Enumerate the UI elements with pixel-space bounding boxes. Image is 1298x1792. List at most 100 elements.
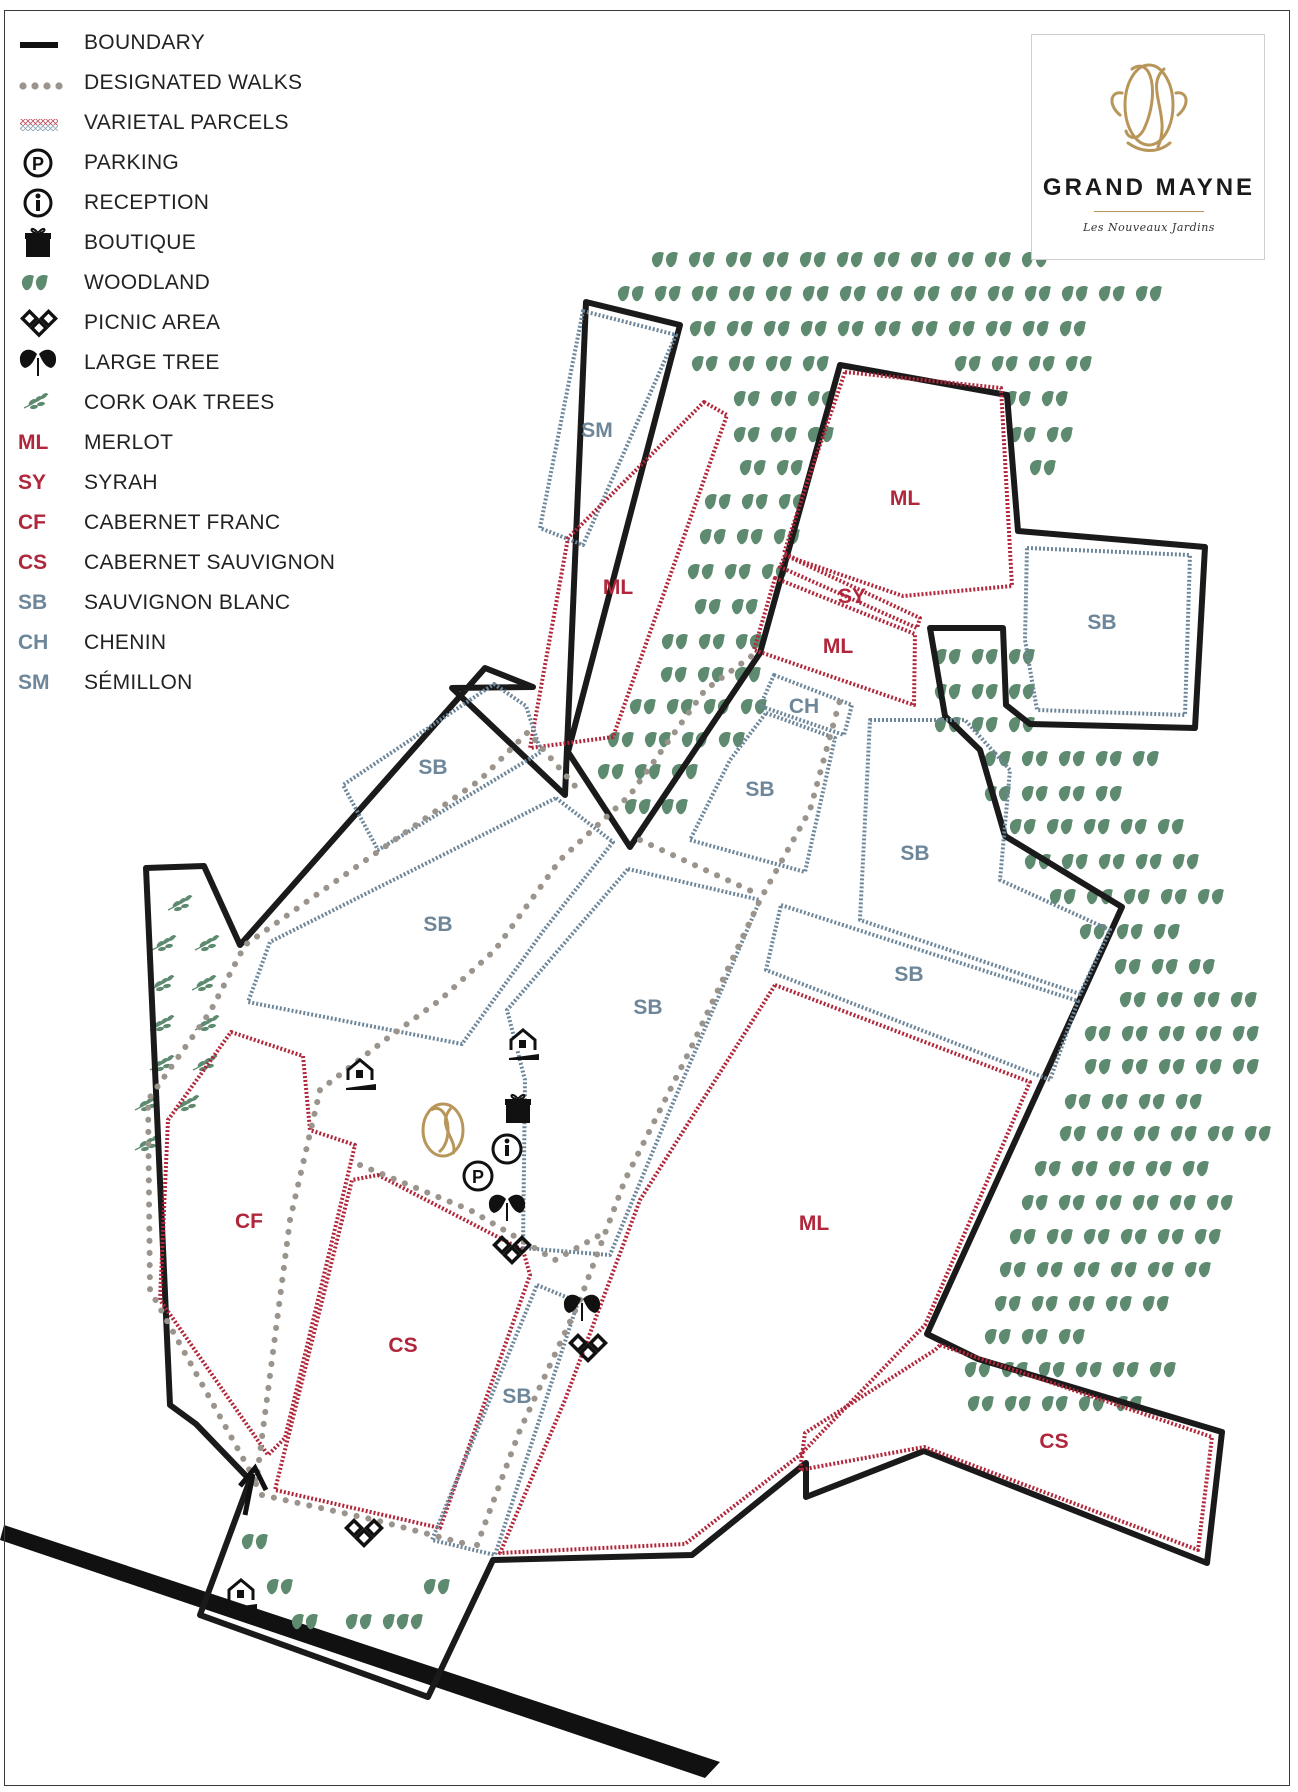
legend-label: WOODLAND: [84, 271, 211, 294]
parcel-cs-west: [273, 1173, 532, 1530]
legend-label: DESIGNATED WALKS: [84, 71, 303, 94]
legend-label: BOUTIQUE: [84, 231, 197, 254]
legend-varietal-chenin: CH CHENIN: [18, 626, 378, 660]
legend-woodland: WOODLAND: [18, 266, 378, 300]
parking-icon: P: [462, 1160, 494, 1192]
legend-varietal-cabernet-sauvignon: CS CABERNET SAUVIGNON: [18, 546, 378, 580]
info-icon: [23, 188, 53, 218]
svg-text:P: P: [32, 154, 44, 174]
parcel-ml-north-east: [782, 370, 1014, 598]
reception-icon: [491, 1133, 523, 1165]
parcel-cf: [158, 1030, 357, 1457]
parcel-sb-west-top: [341, 682, 543, 852]
legend-varietal-semillon: SM SÉMILLON: [18, 666, 378, 700]
legend-label: CORK OAK TREES: [84, 391, 275, 414]
parcel-label-sb-west-top: SB: [418, 756, 447, 779]
road: [0, 1525, 720, 1778]
gift-icon: [24, 227, 52, 258]
legend-walks: DESIGNATED WALKS: [18, 66, 378, 100]
monogram-icon: [1110, 63, 1188, 152]
designated-walks: [144, 647, 843, 1548]
legend-varietal-cabernet-franc: CF CABERNET FRANC: [18, 506, 378, 540]
parcel-sb-mid-north: [688, 711, 837, 874]
walk-dots-icon: [19, 82, 63, 90]
brand-divider: [1094, 211, 1204, 212]
varietal-code: SY: [18, 471, 47, 494]
legend-label: LARGE TREE: [84, 351, 220, 374]
parcel-label-sb-west-large: SB: [423, 913, 452, 936]
parcel-label-sb-east-1: SB: [900, 842, 929, 865]
parcel-sb-east-1: [858, 718, 1112, 996]
legend-cork-oak: CORK OAK TREES: [18, 386, 378, 420]
varietal-name: MERLOT: [84, 431, 174, 454]
varietal-name: CABERNET SAUVIGNON: [84, 551, 336, 574]
parcel-sb-east-2: [764, 903, 1080, 1082]
parcel-hatch-icon: [20, 119, 58, 131]
varietal-name: CABERNET FRANC: [84, 511, 281, 534]
legend-varietal-syrah: SY SYRAH: [18, 466, 378, 500]
legend-varietal-merlot: ML MERLOT: [18, 426, 378, 460]
woodland-icon: [21, 274, 48, 291]
cork-oak-icon: [23, 391, 49, 411]
entrance-arrow-icon: [238, 1463, 269, 1516]
parking-icon: P: [23, 148, 53, 178]
parcel-ml-small: [752, 576, 917, 707]
parcel-label-cs-east: CS: [1039, 1430, 1068, 1453]
parcel-label-sy: SY: [838, 585, 866, 608]
legend-parcels: VARIETAL PARCELS: [18, 106, 378, 140]
parcel-sb-west-large: [246, 796, 615, 1046]
parcel-label-ml-large: ML: [799, 1212, 829, 1235]
varietal-name: SÉMILLON: [84, 671, 193, 694]
parcel-label-cs-west: CS: [388, 1334, 417, 1357]
varietal-code: SM: [18, 671, 50, 694]
varietal-code: CS: [18, 551, 48, 574]
legend-varietal-sauvignon-blanc: SB SAUVIGNON BLANC: [18, 586, 378, 620]
varietal-code: SB: [18, 591, 48, 614]
legend-picnic: PICNIC AREA: [18, 306, 378, 340]
parcel-label-sb-central: SB: [633, 996, 662, 1019]
legend-label: RECEPTION: [84, 191, 210, 214]
parcel-sb-far-east: [1023, 546, 1192, 717]
legend-label: BOUNDARY: [84, 31, 206, 54]
varietal-name: SAUVIGNON BLANC: [84, 591, 291, 614]
legend-boundary: BOUNDARY: [18, 26, 378, 60]
legend-boutique: BOUTIQUE: [18, 226, 378, 260]
brand-name: GRAND MAYNE: [1042, 174, 1256, 201]
parcel-label-ml-north-strip: ML: [603, 576, 633, 599]
boundary-outline: [143, 299, 1225, 1700]
varietal-code: CF: [18, 511, 46, 534]
parcel-ml-large: [498, 983, 1032, 1555]
legend-label: PICNIC AREA: [84, 311, 221, 334]
varietal-code: CH: [18, 631, 49, 654]
parcel-label-sb-mid-north: SB: [745, 778, 774, 801]
parcel-label-cf: CF: [235, 1210, 263, 1233]
legend-parking: P PARKING: [18, 146, 378, 180]
legend-reception: RECEPTION: [18, 186, 378, 220]
estate-monogram-icon: [421, 1102, 465, 1158]
brand-subtitle: Les Nouveaux Jardins: [1083, 221, 1215, 234]
varietal-name: CHENIN: [84, 631, 167, 654]
legend-label: PARKING: [84, 151, 180, 174]
parcel-cs-east: [798, 1343, 1214, 1552]
boundary-line-icon: [20, 42, 58, 48]
parcel-label-sb-far-east: SB: [1087, 611, 1116, 634]
svg-text:P: P: [472, 1167, 484, 1187]
large-tree-icon: [18, 348, 58, 377]
parcel-label-ml-small: ML: [823, 635, 853, 658]
varietal-name: SYRAH: [84, 471, 158, 494]
varietal-code: ML: [18, 431, 49, 454]
parcel-sy: [778, 553, 922, 630]
varietal-parcels: [158, 309, 1214, 1557]
parcel-label-ch: CH: [789, 695, 819, 718]
legend-label: VARIETAL PARCELS: [84, 111, 289, 134]
parcel-label-ml-north-east: ML: [890, 487, 920, 510]
parcel-ml-north-strip: [528, 400, 729, 750]
parcel-label-sb-south: SB: [502, 1385, 531, 1408]
parcel-sb-south: [430, 1283, 580, 1557]
brand-card: GRAND MAYNE Les Nouveaux Jardins: [1031, 34, 1265, 260]
legend-large-tree: LARGE TREE: [18, 346, 378, 380]
picnic-icon: [20, 309, 58, 338]
parcel-sm-north: [538, 309, 678, 547]
